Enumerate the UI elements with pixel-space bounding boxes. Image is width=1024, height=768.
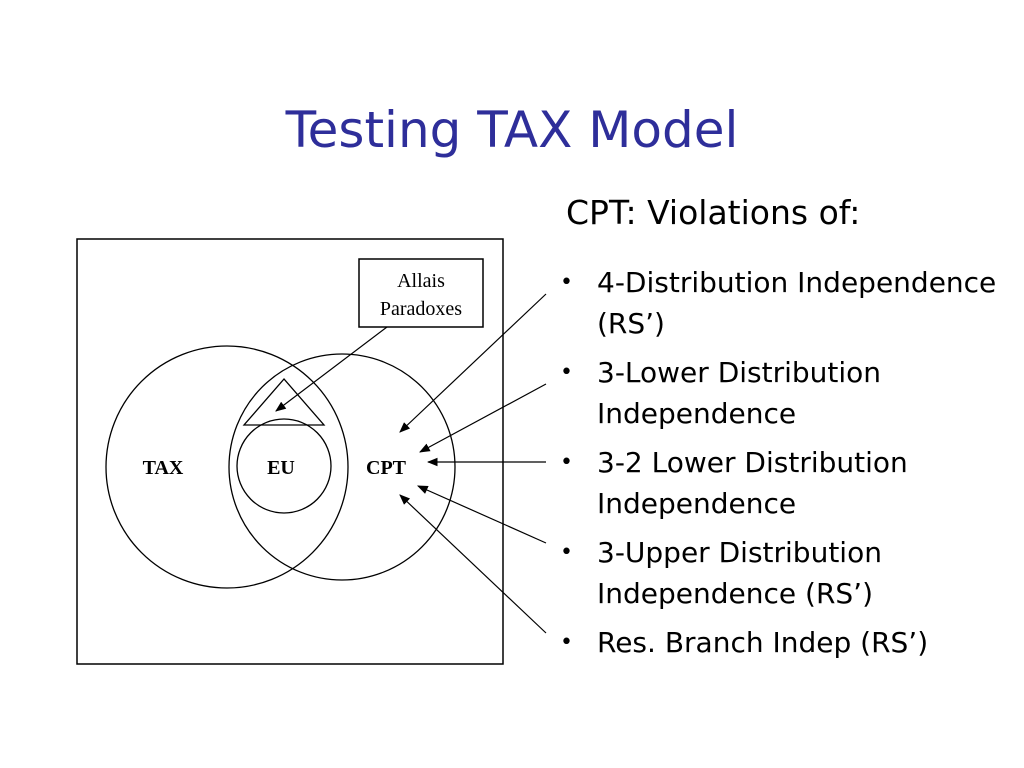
bullet-icon: • — [560, 540, 573, 565]
list-item-text: 4-Distribution Independence (RS’) — [597, 266, 997, 340]
slide-title: Testing TAX Model — [285, 101, 739, 159]
allais-arrow — [275, 326, 388, 412]
diagram-frame — [76, 238, 504, 665]
list-item: • 4-Distribution Independence (RS’) — [560, 262, 1000, 344]
violations-list: • 4-Distribution Independence (RS’) • 3-Lo… — [560, 262, 1000, 671]
list-item-text: Res. Branch Indep (RS’) — [597, 626, 929, 659]
allais-box — [358, 258, 484, 328]
list-item: • 3-Upper Distribution Independence (RS’) — [560, 532, 1000, 614]
list-item-text: 3-Upper Distribution Independence (RS’) — [597, 536, 882, 610]
bullet-icon: • — [560, 450, 573, 475]
arrow-bullet-2 — [419, 383, 547, 453]
eu-label: EU — [267, 457, 295, 479]
tax-label: TAX — [143, 457, 184, 479]
list-item: • 3-2 Lower Distribution Independence — [560, 442, 1000, 524]
allais-triangle — [242, 378, 326, 426]
bullet-icon: • — [560, 270, 573, 295]
allais-label-line2: Paradoxes — [380, 298, 462, 320]
list-item-text: 3-Lower Distribution Independence — [597, 356, 882, 430]
list-item-text: 3-2 Lower Distribution Independence — [597, 446, 908, 520]
arrow-bullet-4 — [417, 485, 547, 544]
cpt-label: CPT — [366, 457, 407, 479]
bullet-icon: • — [560, 360, 573, 385]
subtitle: CPT: Violations of: — [566, 193, 861, 232]
allais-label-line1: Allais — [397, 270, 445, 292]
cpt-circle — [228, 353, 456, 581]
bullet-icon: • — [560, 630, 573, 655]
list-item: • Res. Branch Indep (RS’) — [560, 622, 1000, 663]
tax-circle — [105, 345, 349, 589]
arrow-bullet-1 — [399, 293, 547, 433]
list-item: • 3-Lower Distribution Independence — [560, 352, 1000, 434]
arrow-bullet-5 — [399, 494, 547, 634]
eu-circle — [236, 418, 332, 514]
